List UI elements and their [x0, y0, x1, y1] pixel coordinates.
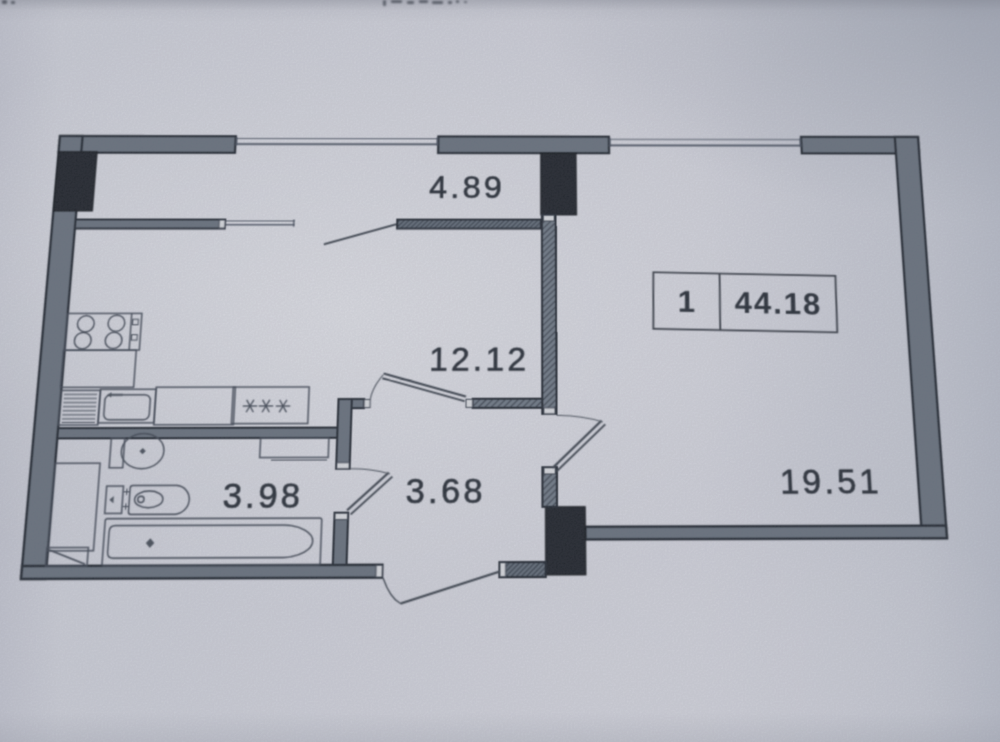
wall-balcony-partition: [75, 219, 225, 228]
counter: [154, 387, 236, 425]
bath-shelf: [260, 438, 329, 460]
window-living-room: [609, 138, 802, 147]
wall-bathroom-east-lower: [333, 513, 348, 565]
wall-bottom-living-room: [585, 526, 947, 540]
door-entrance: [383, 571, 501, 603]
label-balcony-area: 4.89: [429, 170, 505, 205]
wall-kitchen-living-divider-upper: [542, 215, 557, 414]
door-living-room: [552, 415, 606, 472]
plan-perspective-wrapper: 1 44.18 4.89 12.12 3.98 3.68 19.51: [21, 136, 950, 579]
wall-top-mid-segment: [438, 136, 609, 153]
unit-number: 1: [678, 285, 695, 319]
bathtub-icon: [102, 518, 322, 566]
label-bathroom-area: 3.98: [222, 477, 304, 516]
floor-plan-drawing: 1 44.18 4.89 12.12 3.98 3.68 19.51: [21, 136, 950, 579]
wall-hall-north-east: [473, 399, 543, 408]
info-box: 1 44.18: [653, 272, 837, 332]
window-balcony-partition: [225, 220, 295, 227]
label-kitchen-area: 12.12: [429, 341, 529, 378]
tap-icon: [106, 392, 123, 397]
wall-right: [895, 137, 947, 538]
total-area: 44.18: [734, 286, 822, 322]
appliance-asterisks-icon: [231, 387, 309, 424]
drainboard-icon: [58, 390, 100, 425]
threshold-entrance: [499, 562, 545, 577]
pier-top-left: [53, 152, 97, 211]
label-hallway-area: 3.68: [405, 472, 486, 511]
pier-entrance: [546, 507, 586, 575]
wall-top-left-segment: [57, 134, 238, 154]
kitchen-cabinet: [61, 350, 137, 387]
stove-icon: [65, 313, 142, 350]
wall-bottom-left-section: [21, 565, 382, 579]
tall-cabinet: [48, 463, 100, 551]
door-balcony: [324, 224, 396, 244]
door-bathroom: [347, 469, 393, 515]
sill-balcony-french-window: [397, 220, 541, 229]
interior-walls: [46, 215, 558, 579]
window-balcony-exterior: [235, 137, 438, 146]
kitchen-fixtures: [57, 313, 312, 425]
label-living-room-area: 19.51: [779, 463, 883, 502]
kitchen-sink-icon: [98, 389, 156, 423]
wall-kitchen-bathroom: [57, 428, 337, 439]
pier-top-middle: [541, 153, 577, 215]
wall-bathroom-east-upper: [336, 399, 352, 469]
wall-end-caps: [199, 215, 556, 578]
toilet-icon: [105, 485, 190, 514]
